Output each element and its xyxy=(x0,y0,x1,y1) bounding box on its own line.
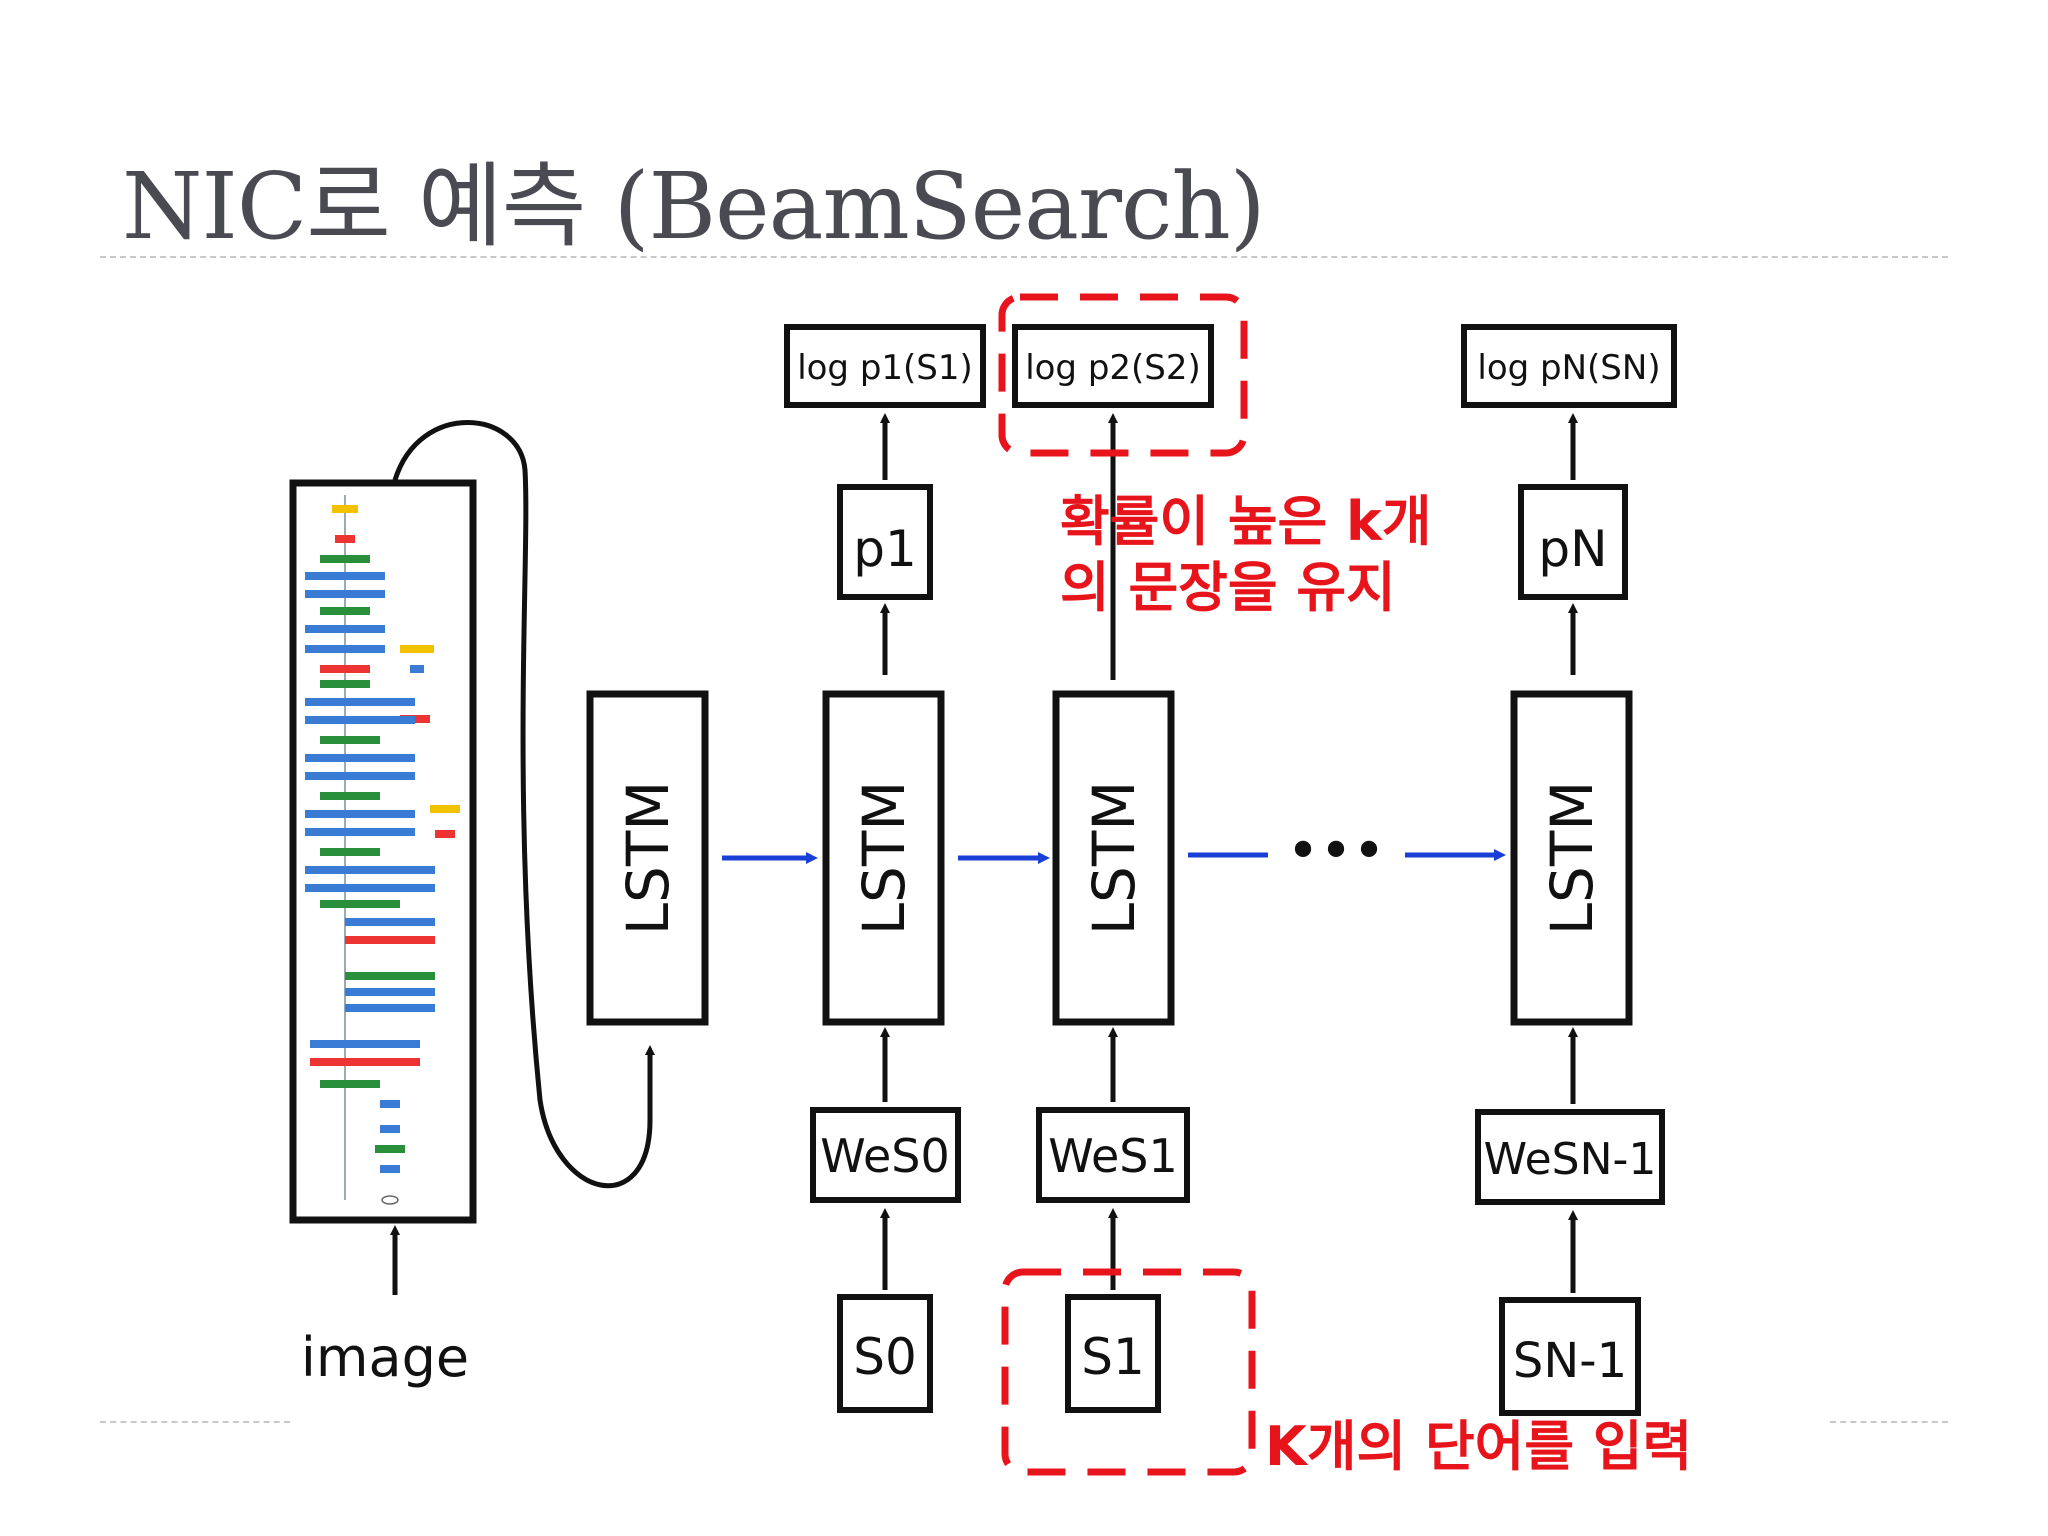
cnn-to-lstm-curve xyxy=(392,420,655,1189)
token-box-1: S1 xyxy=(1065,1294,1161,1413)
svg-text:WeS0: WeS0 xyxy=(820,1129,950,1183)
svg-text:WeSN-1: WeSN-1 xyxy=(1484,1134,1657,1185)
slide-title: NIC로 예측 (BeamSearch) xyxy=(122,153,1266,260)
log-prob-box-1: log p1(S1) xyxy=(784,324,986,408)
svg-text:LSTM: LSTM xyxy=(850,781,918,936)
sequence-ellipsis: ••• xyxy=(1286,819,1385,884)
title-divider xyxy=(100,256,1948,258)
annotation-keep-top-k-line2: 의 문장을 유지 xyxy=(1060,556,1396,619)
svg-text:SN-1: SN-1 xyxy=(1513,1333,1627,1389)
lstm-cell-n: LSTM xyxy=(1510,690,1633,1026)
log-prob-box-n: log pN(SN) xyxy=(1461,324,1677,408)
embedding-box-1: WeS1 xyxy=(1036,1107,1190,1203)
annotation-input-k-words: K개의 단어를 입력 xyxy=(1265,1415,1692,1478)
svg-text:S0: S0 xyxy=(853,1328,917,1386)
token-box-n: SN-1 xyxy=(1499,1297,1641,1416)
svg-text:LSTM: LSTM xyxy=(1080,781,1148,936)
footer-divider-left xyxy=(100,1421,290,1423)
lstm-cell-1: LSTM xyxy=(822,690,945,1026)
footer-divider-right xyxy=(1830,1421,1948,1423)
svg-text:S1: S1 xyxy=(1081,1328,1145,1386)
prob-box-n: pN xyxy=(1518,484,1628,600)
image-input-label: image xyxy=(301,1326,469,1389)
svg-text:p1: p1 xyxy=(853,520,917,578)
token-box-0: S0 xyxy=(837,1294,933,1413)
lstm-cell-2: LSTM xyxy=(1052,690,1175,1026)
lstm-cell-0: LSTM xyxy=(586,690,709,1026)
embedding-box-n: WeSN-1 xyxy=(1475,1109,1665,1205)
svg-text:log p2(S2): log p2(S2) xyxy=(1025,348,1201,388)
log-prob-box-2: log p2(S2) xyxy=(1012,324,1214,408)
prob-box-1: p1 xyxy=(837,484,933,600)
svg-text:LSTM: LSTM xyxy=(614,781,682,936)
svg-text:log p1(S1): log p1(S1) xyxy=(797,348,973,388)
svg-text:pN: pN xyxy=(1538,520,1607,578)
highlight-top-output xyxy=(998,293,1248,457)
svg-text:LSTM: LSTM xyxy=(1538,781,1606,936)
annotation-keep-top-k-line1: 확률이 높은 k개 xyxy=(1060,490,1432,553)
highlight-input-token xyxy=(1001,1268,1256,1476)
cnn-image-box xyxy=(289,479,477,1224)
svg-text:log pN(SN): log pN(SN) xyxy=(1477,348,1660,388)
cnn-network-graphic xyxy=(305,495,460,1205)
svg-text:WeS1: WeS1 xyxy=(1048,1129,1178,1183)
embedding-box-0: WeS0 xyxy=(810,1107,961,1203)
